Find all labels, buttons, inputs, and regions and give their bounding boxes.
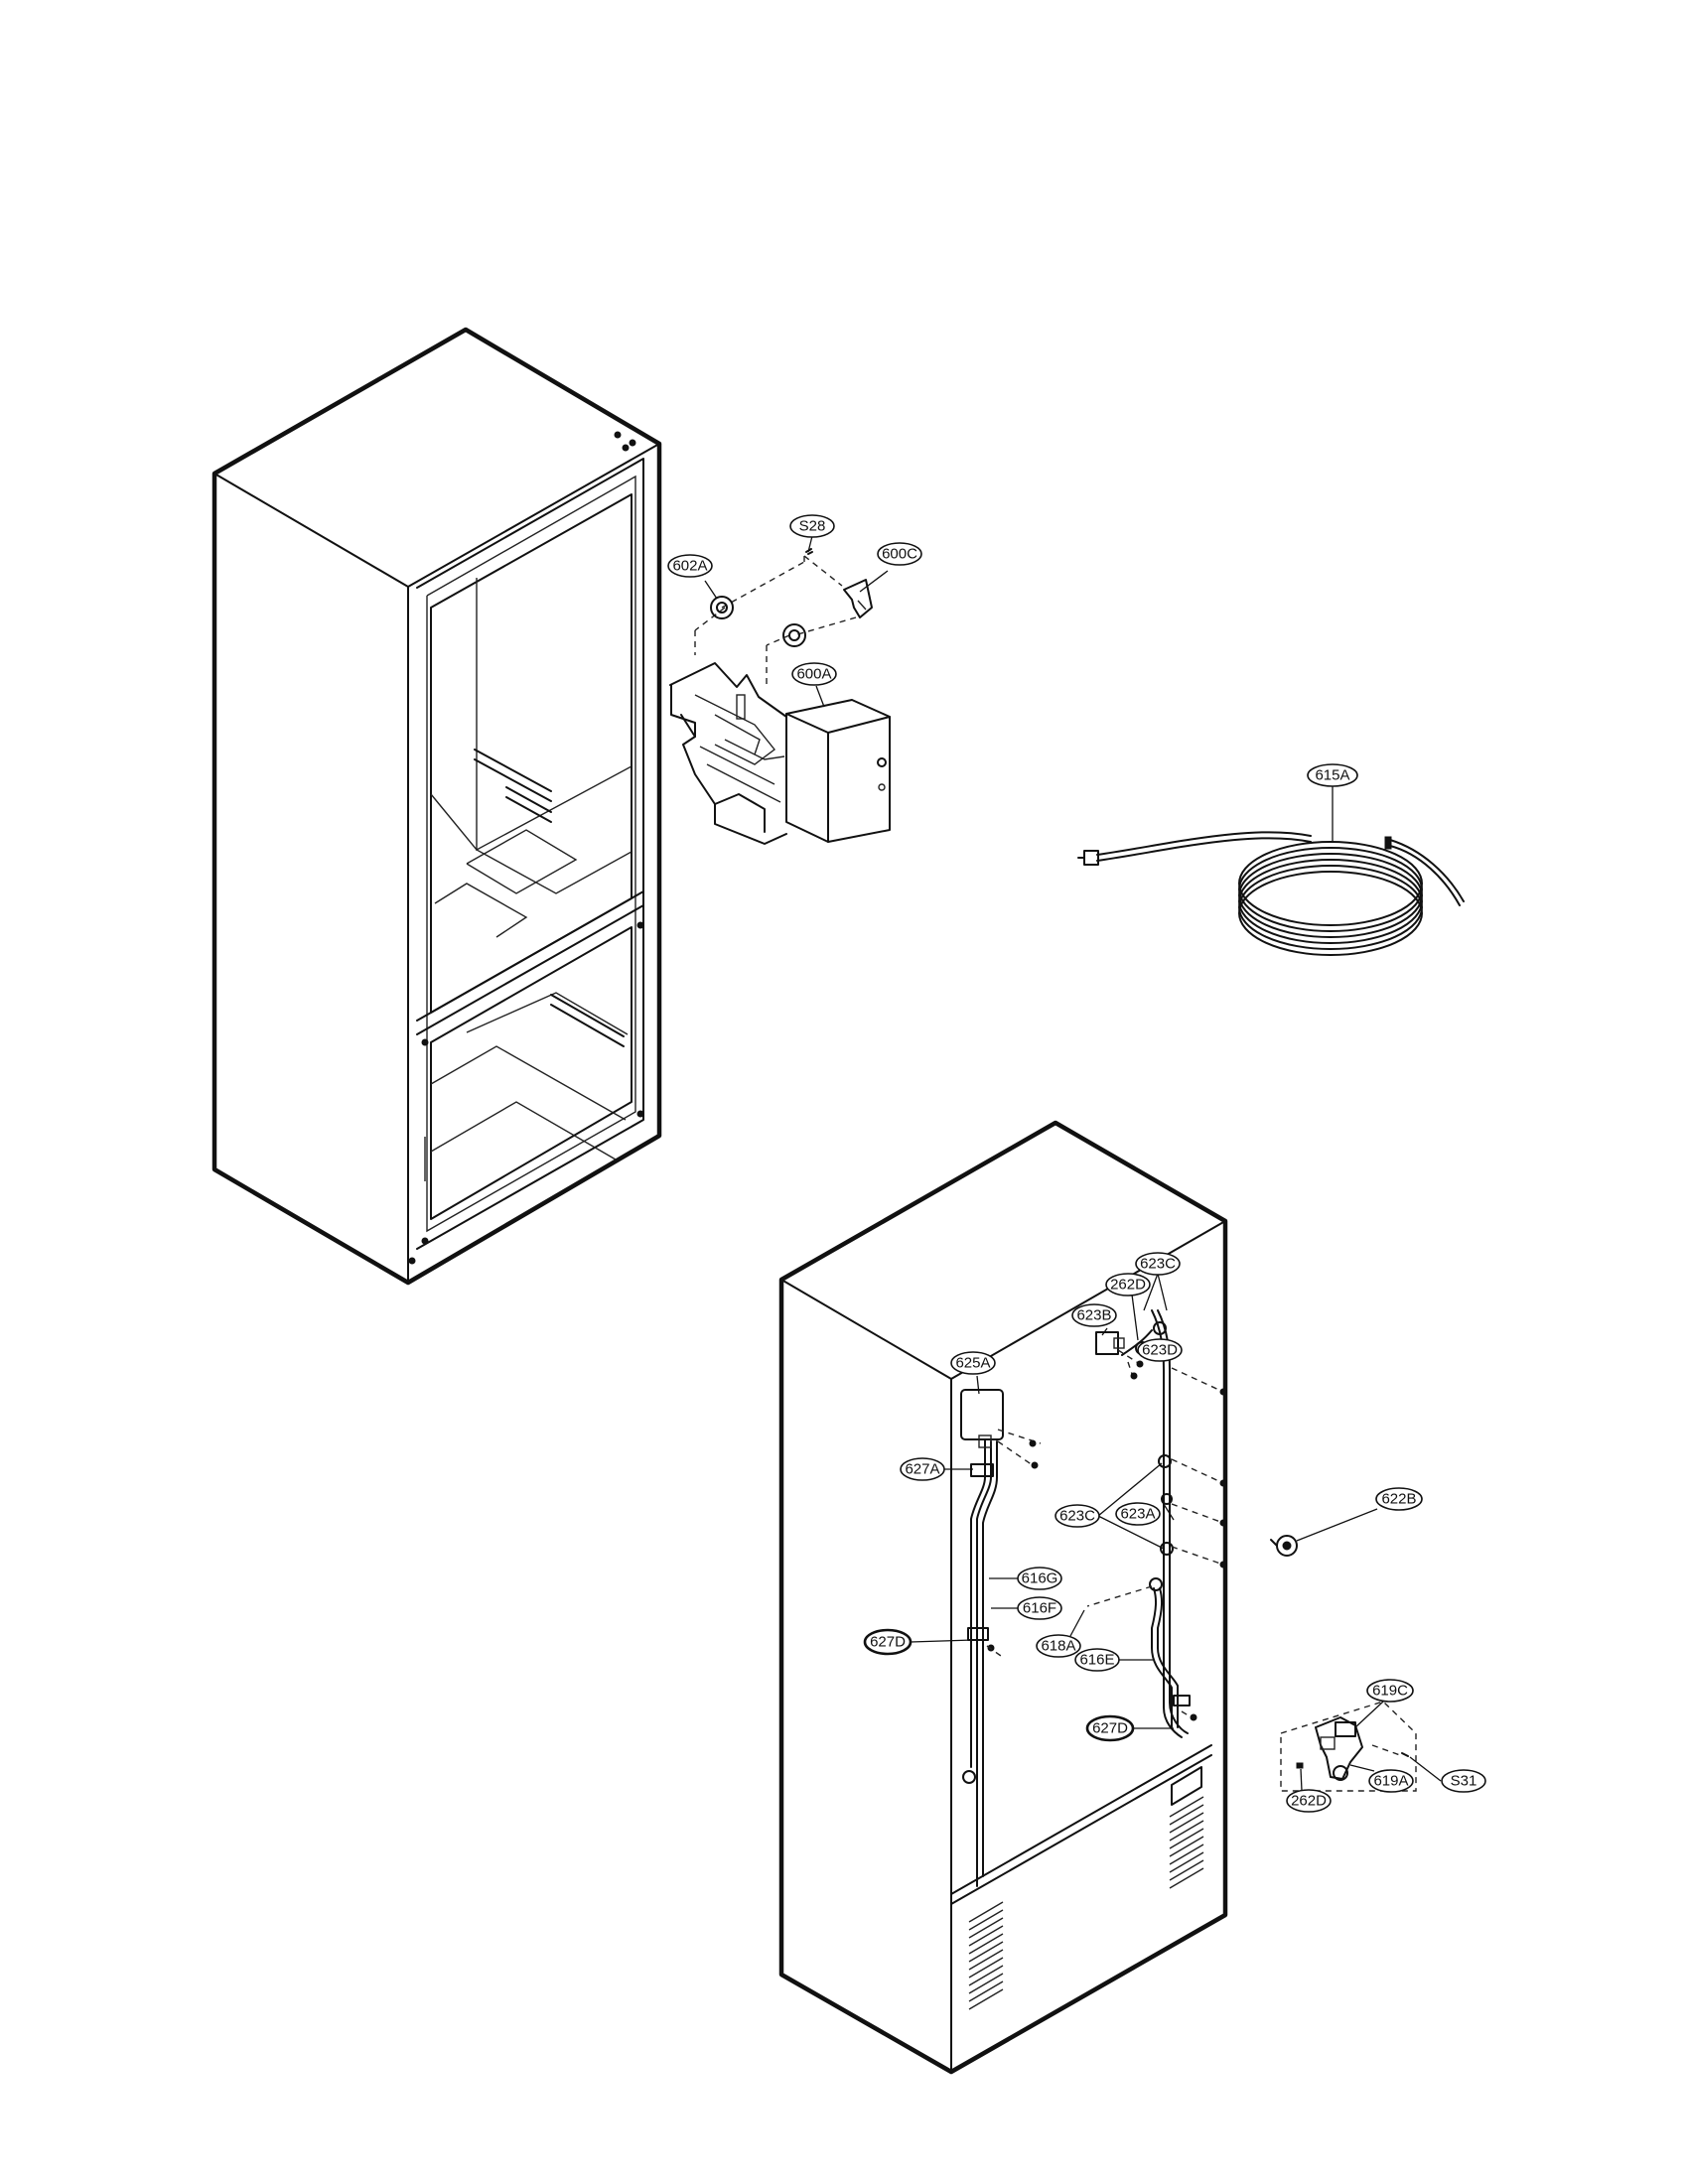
callout-602a: 602A	[667, 554, 713, 578]
callout-616e: 616E	[1074, 1648, 1120, 1672]
callout-616f: 616F	[1017, 1596, 1062, 1620]
rear-water-tubes	[960, 1309, 1227, 1887]
callout-262d-bottom-text: 262D	[1291, 1793, 1327, 1810]
callout-602a-text: 602A	[672, 558, 707, 575]
callout-s28-text: S28	[799, 518, 826, 535]
callout-616g: 616G	[1017, 1567, 1062, 1590]
callout-600a: 600A	[791, 662, 837, 686]
callout-600a-text: 600A	[796, 666, 831, 683]
callout-600c-text: 600C	[882, 546, 917, 563]
callout-s31-text: S31	[1451, 1773, 1477, 1790]
callout-s31: S31	[1441, 1769, 1486, 1793]
refrigerator-cabinet-front	[211, 327, 662, 1286]
ice-maker-grommet-left	[710, 596, 734, 619]
ice-maker-assembly	[669, 548, 891, 845]
callout-s28: S28	[789, 514, 835, 538]
callout-618a-text: 618A	[1041, 1638, 1075, 1655]
callout-616e-text: 616E	[1079, 1652, 1114, 1669]
leader-lines	[704, 535, 1442, 1792]
callout-627d-right: 627D	[1085, 1714, 1135, 1742]
callout-619a: 619A	[1368, 1769, 1414, 1793]
callout-615a: 615A	[1307, 763, 1358, 787]
rear-vent-left	[968, 1901, 1004, 2010]
callout-625a-text: 625A	[955, 1355, 990, 1372]
callout-262d-top: 262D	[1105, 1273, 1151, 1297]
callout-600c: 600C	[877, 542, 922, 566]
callout-622b: 622B	[1375, 1487, 1423, 1511]
callout-622b-text: 622B	[1381, 1491, 1416, 1508]
water-supply-tube-coil	[1077, 831, 1465, 956]
callout-623a: 623A	[1115, 1502, 1161, 1526]
callout-623a-text: 623A	[1120, 1506, 1155, 1523]
callout-616f-text: 616F	[1023, 1600, 1056, 1617]
callout-262d-top-text: 262D	[1110, 1277, 1146, 1294]
callout-623c-top-text: 623C	[1140, 1256, 1176, 1273]
callout-627d-left-text: 627D	[870, 1634, 906, 1651]
callout-262d-bottom: 262D	[1286, 1789, 1332, 1813]
rear-vent-right	[1169, 1766, 1204, 1889]
callout-615a-text: 615A	[1315, 767, 1349, 784]
ice-maker-unit	[669, 662, 891, 845]
water-valve-inset-619c	[1280, 1701, 1417, 1792]
callout-619c: 619C	[1366, 1679, 1414, 1703]
callout-627d-right-text: 627D	[1092, 1720, 1128, 1737]
callout-618a: 618A	[1036, 1634, 1081, 1658]
ice-maker-grommet-right	[782, 623, 806, 647]
callout-627a: 627A	[900, 1457, 945, 1481]
callout-625a: 625A	[950, 1351, 996, 1375]
callout-623d-text: 623D	[1142, 1342, 1178, 1359]
callout-619c-text: 619C	[1372, 1683, 1408, 1700]
callout-623c-mid: 623C	[1055, 1504, 1100, 1528]
callout-616g-text: 616G	[1022, 1570, 1058, 1587]
callout-623c-mid-text: 623C	[1059, 1508, 1095, 1525]
refrigerator-cabinet-rear	[778, 1120, 1228, 2075]
callout-627d-left: 627D	[863, 1628, 913, 1656]
callout-623d: 623D	[1137, 1338, 1183, 1362]
callout-623c-top: 623C	[1135, 1252, 1181, 1276]
callout-623b: 623B	[1071, 1303, 1117, 1327]
callout-627a-text: 627A	[905, 1461, 939, 1478]
fitting-622b	[1270, 1535, 1298, 1557]
callout-619a-text: 619A	[1373, 1773, 1408, 1790]
ice-maker-bracket	[843, 579, 873, 618]
callout-623b-text: 623B	[1076, 1307, 1111, 1324]
